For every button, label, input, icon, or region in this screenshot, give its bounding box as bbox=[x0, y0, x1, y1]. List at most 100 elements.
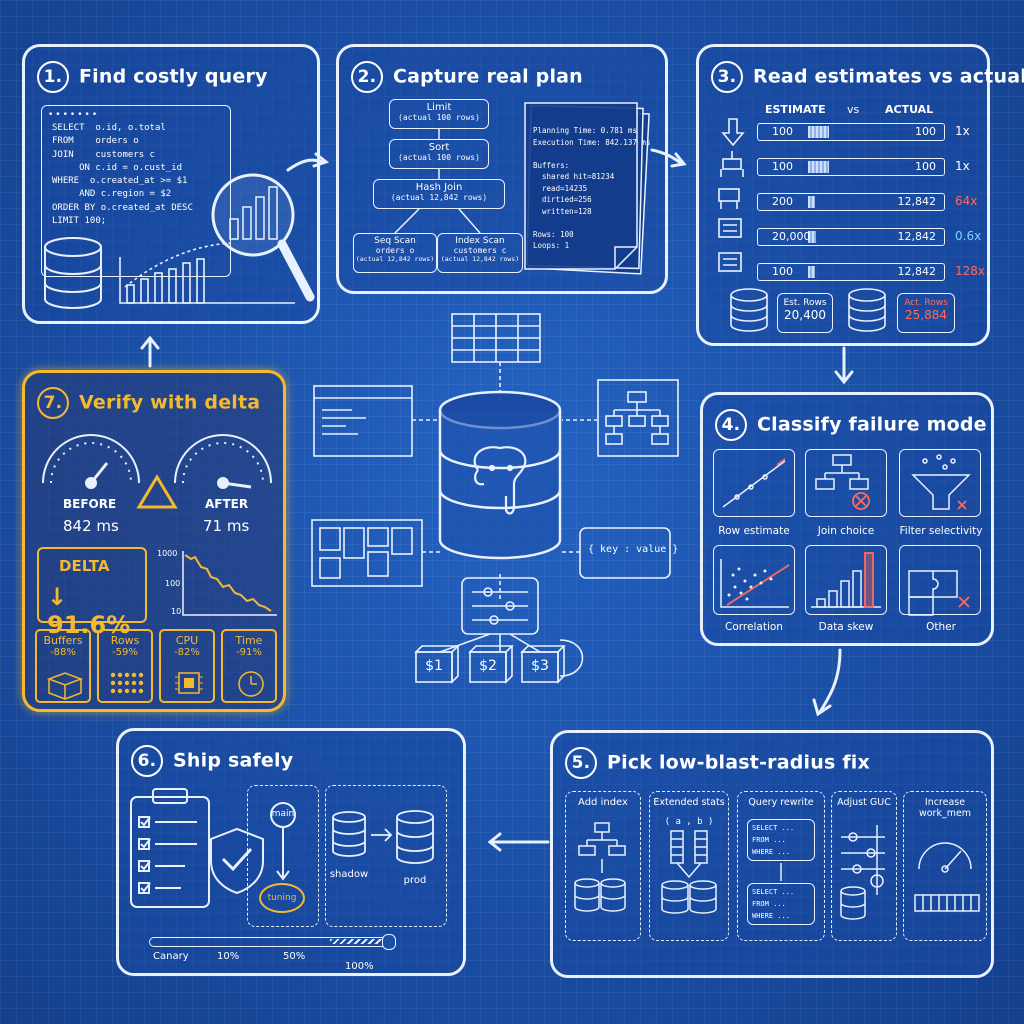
step6-panel: 6.Ship safely main tuning shadow prod bbox=[116, 728, 466, 976]
param-cube-2 bbox=[468, 645, 514, 684]
correlation-line bbox=[726, 564, 790, 606]
database-icon bbox=[44, 237, 102, 309]
before-value: 842 ms bbox=[63, 517, 119, 535]
step2-title: 2. Capture real plan bbox=[351, 61, 583, 93]
canary-progress-fill bbox=[330, 939, 386, 944]
shadow-prod-icons bbox=[332, 810, 434, 864]
axis-1000: 1000 bbox=[157, 549, 178, 558]
idx-obj: customers c bbox=[453, 246, 507, 255]
branch-main-label: main bbox=[271, 809, 295, 819]
step6-title-text: Ship safely bbox=[173, 749, 294, 772]
fix-extended-stats bbox=[649, 791, 729, 941]
estimate-value: 100 bbox=[772, 160, 793, 173]
seq-label: Seq Scan bbox=[374, 236, 416, 246]
step2-number: 2. bbox=[351, 61, 383, 93]
branch-box bbox=[247, 785, 319, 927]
metric-label: Time bbox=[235, 634, 263, 647]
step7-number: 7. bbox=[37, 387, 69, 419]
other-x-icon bbox=[958, 596, 970, 608]
rewrite-line-1b: FROM ... bbox=[752, 900, 786, 908]
seq-sub: (actual 12,842 rows) bbox=[355, 255, 435, 263]
est-db-icon bbox=[730, 288, 768, 332]
step6-number: 6. bbox=[131, 745, 163, 777]
promote-arrow bbox=[371, 828, 393, 842]
join-x-icon bbox=[852, 492, 870, 510]
arrow-1-2 bbox=[286, 158, 324, 172]
sql-line: SELECT o.id, o.total bbox=[52, 123, 166, 133]
shield-check-icon bbox=[210, 827, 264, 895]
param-1: $1 bbox=[425, 658, 443, 674]
mode-label-0: Row estimate bbox=[718, 525, 790, 537]
actual-value: 100 bbox=[915, 160, 936, 173]
branch-tuning-label: tuning bbox=[267, 893, 297, 903]
after-label: AFTER bbox=[205, 497, 249, 511]
plan-stat-line: written=128 bbox=[533, 206, 592, 216]
act-rows-value: 25,884 bbox=[905, 308, 947, 322]
shadow-db-icon bbox=[332, 811, 366, 857]
metric-label: Rows bbox=[110, 634, 140, 647]
puzzle-icon bbox=[908, 570, 958, 616]
fix-add-index bbox=[565, 791, 641, 941]
shadow-prod-box bbox=[325, 785, 447, 927]
step1-panel: 1.Find costly query ••••••• SELECT o.id,… bbox=[22, 44, 320, 324]
metric-card: CPU-82% bbox=[159, 629, 215, 703]
step1-title-text: Find costly query bbox=[79, 65, 268, 88]
index-db-icon bbox=[574, 878, 626, 912]
branch-graph-icon bbox=[270, 802, 296, 881]
step3-number: 3. bbox=[711, 61, 743, 93]
limit-label: Limit bbox=[426, 102, 452, 113]
mode-filter-selectivity bbox=[899, 449, 981, 517]
step5-panel: 5.Pick low-blast-radius fix Add index Ex… bbox=[550, 730, 994, 978]
mode-label-3: Correlation bbox=[725, 621, 783, 633]
row-estimate-marker bbox=[776, 458, 786, 466]
plan-stat-line: Planning Time: 0.781 ms bbox=[533, 126, 637, 135]
plan-node-seq-scan: Seq Scan orders o (actual 12,842 rows) bbox=[353, 233, 437, 273]
metric-card: Rows-59% bbox=[97, 629, 153, 703]
checklist-icon bbox=[130, 788, 210, 908]
seq-obj: orders o bbox=[375, 246, 415, 255]
rewrite-before: SELECT ... FROM ... WHERE ... bbox=[747, 819, 815, 861]
param-2: $2 bbox=[479, 658, 497, 674]
before-gauge-icon bbox=[42, 434, 140, 489]
mode-other bbox=[899, 545, 981, 615]
mode-label-4: Data skew bbox=[818, 621, 874, 633]
plan-stat-line: Loops: 1 bbox=[533, 241, 570, 250]
list-icon-1 bbox=[718, 218, 742, 238]
rewrite-line-2b: WHERE ... bbox=[752, 912, 790, 920]
plan-stat-line: read=14235 bbox=[533, 183, 588, 193]
arrow-4-5 bbox=[818, 648, 842, 714]
canary-50: 50% bbox=[283, 951, 306, 962]
trend-line-icon bbox=[722, 460, 786, 508]
step4-title: 4.Classify failure mode bbox=[715, 409, 987, 441]
canary-progress bbox=[149, 934, 396, 950]
canary-100: 100% bbox=[345, 961, 374, 972]
param-cube-3 bbox=[520, 645, 566, 684]
est-rows-value: 20,400 bbox=[784, 308, 826, 322]
hash-label: Hash Join bbox=[415, 182, 463, 193]
metric-value: -91% bbox=[236, 647, 262, 658]
skew-bar-red bbox=[864, 552, 874, 608]
actual-value: 100 bbox=[915, 125, 936, 138]
latency-chart bbox=[182, 551, 277, 616]
kv-label: { key : value } bbox=[588, 544, 679, 555]
before-label: BEFORE bbox=[63, 497, 117, 511]
step1-graphics bbox=[44, 173, 315, 309]
step3-panel: 3.Read estimates vs actual ESTIMATE vs A… bbox=[696, 44, 1024, 346]
hash-sub: (actual 12,842 rows) bbox=[390, 193, 488, 202]
plan-node-hash-join: Hash Join (actual 12,842 rows) bbox=[373, 179, 505, 209]
ratio-value: 1x bbox=[955, 159, 970, 173]
step6-title: 6. Ship safely bbox=[131, 745, 293, 777]
estimate-header: ESTIMATE bbox=[765, 103, 826, 116]
prod-label: prod bbox=[403, 875, 427, 886]
metric-value: -88% bbox=[50, 647, 76, 658]
kanban-icon bbox=[311, 519, 423, 587]
actual-value: 12,842 bbox=[897, 195, 937, 208]
idx-label: Index Scan bbox=[455, 236, 505, 246]
step2-title-text: Capture real plan bbox=[393, 65, 583, 88]
mode-join-choice bbox=[805, 449, 887, 517]
mode-row-estimate bbox=[713, 449, 795, 517]
after-value: 71 ms bbox=[203, 517, 250, 535]
